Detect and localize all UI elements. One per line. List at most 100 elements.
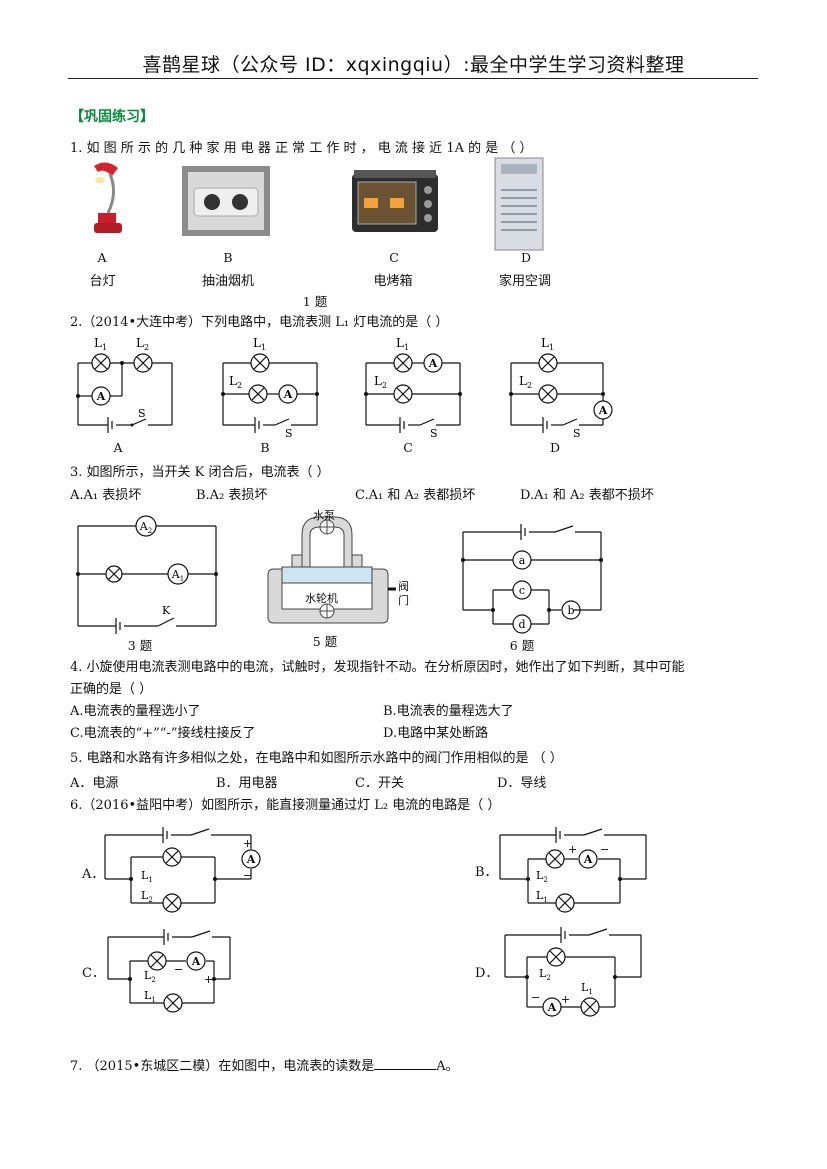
svg-text:A: A bbox=[96, 390, 106, 403]
figure-6-caption: 6 题 bbox=[509, 638, 535, 653]
svg-text:L1: L1 bbox=[541, 336, 554, 352]
q7-answer-blank[interactable] bbox=[374, 1057, 437, 1070]
q5-option-a: A．电源 bbox=[70, 776, 119, 791]
svg-text:A: A bbox=[246, 853, 256, 866]
q2-label-c: C bbox=[403, 440, 413, 455]
q6-text: 6.（2016•益阳中考）如图所示，能直接测量通过灯 L₂ 电流的电路是（ ） bbox=[70, 798, 501, 813]
q1-option-b-name: 抽油烟机 bbox=[201, 274, 254, 289]
q7-line: 7. （2015•东城区二模）在如图中，电流表的读数是 A。 bbox=[70, 1055, 459, 1074]
page-header: 喜鹊星球（公众号 ID：xqxingqiu）:最全中学生学习资料整理 bbox=[142, 54, 685, 76]
q6-label-a: A． bbox=[82, 867, 105, 882]
svg-text:d: d bbox=[518, 618, 525, 631]
q2-circuit-a: A L1 L2 S bbox=[76, 336, 173, 433]
figure-5-valve-label: 阀门 bbox=[398, 580, 409, 607]
q6-circuit-c: A −+ L2 L1 bbox=[107, 929, 231, 1013]
svg-text:−: − bbox=[531, 991, 540, 1004]
q3-text: 3. 如图所示，当开关 K 闭合后，电流表（ ） bbox=[70, 465, 330, 480]
svg-text:A: A bbox=[428, 357, 438, 370]
svg-text:A2: A2 bbox=[139, 520, 152, 535]
svg-text:A: A bbox=[598, 404, 608, 417]
desk-lamp-image bbox=[94, 162, 122, 233]
q6-label-d: D． bbox=[475, 966, 499, 981]
svg-text:S: S bbox=[430, 427, 438, 440]
toaster-oven-image bbox=[352, 170, 438, 232]
section-title: 【巩固练习】 bbox=[70, 109, 154, 125]
figure-3-circuit: A2 A1 K bbox=[76, 515, 218, 634]
q4-option-b: B.电流表的量程选大了 bbox=[383, 704, 514, 719]
q3-option-b: B.A₂ 表损坏 bbox=[196, 488, 268, 503]
q4-option-a: A.电流表的量程选小了 bbox=[70, 704, 201, 719]
q6-circuit-b: A + − L2 L1 bbox=[499, 827, 647, 913]
q2-label-b: B bbox=[260, 440, 270, 455]
svg-text:A1: A1 bbox=[171, 568, 184, 583]
q2-circuit-d: A L1 L2 S bbox=[509, 336, 613, 440]
svg-text:A: A bbox=[547, 1001, 557, 1014]
figure-3-caption: 3 题 bbox=[127, 638, 153, 653]
svg-text:L2: L2 bbox=[536, 869, 548, 884]
q2-circuit-b: A L1 L2 S bbox=[221, 336, 319, 440]
q5-text: 5. 电路和水路有许多相似之处，在电路中和如图所示水路中的阀门作用相似的是 （ … bbox=[70, 751, 563, 766]
svg-text:L1: L1 bbox=[144, 989, 156, 1004]
q6-label-c: C． bbox=[82, 966, 105, 981]
svg-text:−: − bbox=[600, 843, 609, 856]
svg-text:a: a bbox=[519, 554, 526, 567]
air-conditioner-image bbox=[494, 157, 544, 251]
q1-option-a-name: 台灯 bbox=[89, 274, 116, 289]
svg-text:A: A bbox=[583, 853, 593, 866]
svg-text:L2: L2 bbox=[229, 374, 242, 390]
q3-option-d: D.A₁ 和 A₂ 表都不损坏 bbox=[520, 488, 654, 503]
q7-text: 7. （2015•东城区二模）在如图中，电流表的读数是 bbox=[70, 1059, 375, 1074]
svg-text:S: S bbox=[138, 407, 146, 420]
figure-5-water-circuit bbox=[267, 516, 396, 624]
svg-text:L1: L1 bbox=[581, 981, 593, 996]
svg-text:L2: L2 bbox=[374, 374, 387, 390]
figure-5-caption: 5 题 bbox=[312, 634, 338, 649]
svg-text:c: c bbox=[519, 584, 525, 597]
q3-option-a: A.A₁ 表损坏 bbox=[70, 488, 142, 503]
q1-option-c-letter: C bbox=[389, 250, 399, 265]
figure-6-circuit: a c d b bbox=[461, 524, 603, 634]
q2-label-a: A bbox=[113, 440, 123, 455]
q6-circuit-a: A + − L1 L2 bbox=[104, 827, 261, 913]
q1-caption: 1 题 bbox=[302, 294, 328, 309]
figure-5-turbine-label: 水轮机 bbox=[305, 592, 338, 605]
q2-circuit-c: A L1 L2 S bbox=[364, 336, 462, 440]
q4-text-line1: 4. 小旋使用电流表测电路中的电流，试触时，发现指针不动。在分析原因时，她作出了… bbox=[70, 660, 685, 675]
q7-unit: A。 bbox=[436, 1059, 459, 1074]
svg-text:+: + bbox=[243, 837, 252, 850]
q1-option-d-name: 家用空调 bbox=[498, 274, 551, 289]
svg-text:L2: L2 bbox=[144, 969, 156, 984]
q4-option-d: D.电路中某处断路 bbox=[383, 726, 489, 741]
q3-option-c: C.A₁ 和 A₂ 表都损坏 bbox=[355, 488, 476, 503]
q1-text: 1. 如 图 所 示 的 几 种 家 用 电 器 正 常 工 作 时 ， 电 流… bbox=[70, 141, 533, 156]
svg-text:L1: L1 bbox=[94, 336, 107, 352]
svg-text:L1: L1 bbox=[536, 889, 548, 904]
svg-text:L2: L2 bbox=[539, 967, 551, 982]
svg-text:L2: L2 bbox=[519, 374, 532, 390]
q4-text-line2: 正确的是（ ） bbox=[70, 682, 153, 697]
q6-label-b: B． bbox=[475, 865, 498, 880]
svg-text:+: + bbox=[204, 973, 213, 986]
svg-text:+: + bbox=[568, 843, 577, 856]
q2-text: 2.（2014•大连中考）下列电路中，电流表测 L₁ 灯电流的是（ ） bbox=[70, 315, 449, 330]
q5-option-c: C．开关 bbox=[355, 776, 404, 791]
q5-option-b: B．用电器 bbox=[216, 776, 278, 791]
svg-text:L1: L1 bbox=[141, 869, 153, 884]
svg-text:S: S bbox=[285, 427, 293, 440]
range-hood-image bbox=[182, 166, 270, 236]
q1-option-b-letter: B bbox=[223, 250, 233, 265]
q5-option-d: D．导线 bbox=[497, 776, 547, 791]
svg-text:A: A bbox=[283, 388, 293, 401]
svg-text:S: S bbox=[573, 427, 581, 440]
svg-text:L2: L2 bbox=[136, 336, 149, 352]
svg-text:K: K bbox=[162, 604, 171, 617]
svg-text:L2: L2 bbox=[141, 889, 153, 904]
figure-5-pump-label: 水泵 bbox=[313, 509, 335, 522]
svg-text:L1: L1 bbox=[253, 336, 266, 352]
svg-text:−: − bbox=[243, 869, 252, 882]
svg-text:+: + bbox=[561, 993, 570, 1006]
svg-text:b: b bbox=[567, 604, 574, 617]
q6-circuit-d: A − + L2 L1 bbox=[504, 927, 642, 1017]
svg-text:−: − bbox=[174, 963, 183, 976]
svg-text:L1: L1 bbox=[396, 336, 409, 352]
